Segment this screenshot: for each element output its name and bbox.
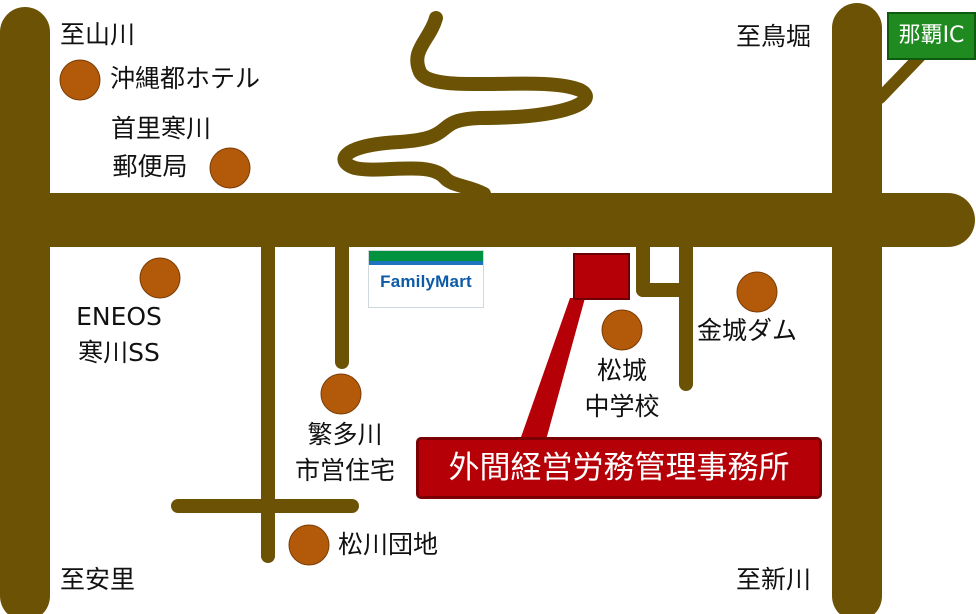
- familymart-blue-stripe: [369, 261, 483, 265]
- post-office-label-2: 郵便局: [112, 152, 188, 181]
- gas-station-label-2: 寒川SS: [78, 338, 160, 367]
- school-marker: [601, 309, 643, 351]
- office-pointer: [520, 298, 585, 440]
- familymart-logo: FamilyMart: [368, 250, 484, 308]
- office-marker: [573, 253, 630, 300]
- direction-top-left: 至山川: [60, 20, 136, 49]
- housing-label-2: 市営住宅: [294, 456, 395, 485]
- naha-ic-badge: 那覇IC: [887, 12, 976, 60]
- post-office-label-1: 首里寒川: [110, 114, 211, 143]
- familymart-green-stripe: [369, 251, 483, 261]
- gas-station-label-1: ENEOS: [76, 302, 162, 331]
- direction-bottom-left: 至安里: [60, 565, 136, 594]
- direction-bottom-right: 至新川: [736, 565, 812, 594]
- post-office-marker: [209, 147, 251, 189]
- direction-top-right: 至鳥堀: [736, 22, 812, 51]
- housing-marker: [320, 373, 362, 415]
- dam-marker: [736, 271, 778, 313]
- gas-station-marker: [139, 257, 181, 299]
- familymart-text: FamilyMart: [380, 272, 472, 291]
- housing-label-1: 繁多川: [307, 420, 383, 449]
- school-label-2: 中学校: [584, 392, 660, 421]
- danchi-marker: [288, 524, 330, 566]
- hotel-marker: [59, 59, 101, 101]
- danchi-label: 松川団地: [338, 530, 439, 559]
- winding-river: [337, 11, 593, 201]
- school-label-1: 松城: [596, 356, 647, 385]
- hotel-label: 沖縄都ホテル: [110, 64, 261, 93]
- dam-label: 金城ダム: [697, 316, 798, 345]
- office-name-banner: 外間経営労務管理事務所: [416, 437, 822, 499]
